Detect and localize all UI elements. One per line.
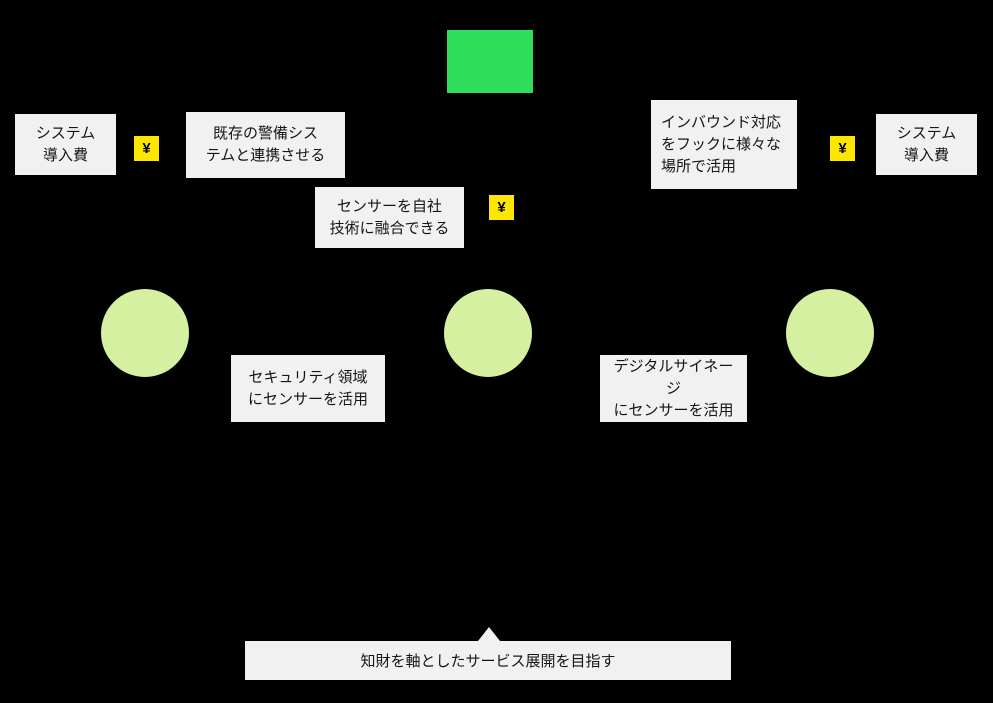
circle-node-middle [444, 289, 532, 377]
label-line: 既存の警備シス [212, 125, 318, 142]
label-line: 技術に融合できる [329, 219, 450, 237]
label-legacy-security: 既存の警備シス テムと連携させる [186, 112, 345, 178]
label-line: デジタルサイネージ [613, 357, 734, 397]
label-line: インバウンド対応 [661, 113, 782, 131]
label-line: テムと連携させる [205, 147, 326, 164]
yen-icon: ¥ [134, 136, 159, 161]
label-system-cost-left: システム 導入費 [15, 114, 116, 175]
circle-node-left [101, 289, 189, 377]
speech-tail-up-icon [478, 627, 500, 641]
green-rect [447, 30, 533, 93]
label-sensor-fusion: センサーを自社 技術に融合できる [315, 187, 464, 248]
yen-icon: ¥ [830, 136, 855, 161]
label-line: 場所で活用 [661, 157, 737, 175]
label-line: にセンサーを活用 [613, 401, 734, 419]
label-line: センサーを自社 [336, 197, 442, 215]
label-line: 導入費 [42, 146, 88, 164]
label-line: 導入費 [903, 146, 949, 164]
label-system-cost-right: システム 導入費 [876, 114, 977, 175]
label-line: をフックに様々な [661, 135, 782, 153]
label-line: セキュリティ領域 [248, 368, 368, 386]
label-digital-signage: デジタルサイネージ にセンサーを活用 [600, 355, 747, 422]
label-security-area: セキュリティ領域 にセンサーを活用 [231, 355, 385, 422]
label-bottom-goal: 知財を軸としたサービス展開を目指す [245, 641, 731, 680]
label-line: システム [896, 124, 957, 142]
yen-icon: ¥ [489, 195, 514, 220]
label-line: 知財を軸としたサービス展開を目指す [360, 653, 616, 670]
label-inbound: インバウンド対応 をフックに様々な 場所で活用 [651, 100, 797, 189]
label-line: にセンサーを活用 [247, 390, 368, 408]
label-line: システム [35, 124, 96, 142]
circle-node-right [786, 289, 874, 377]
